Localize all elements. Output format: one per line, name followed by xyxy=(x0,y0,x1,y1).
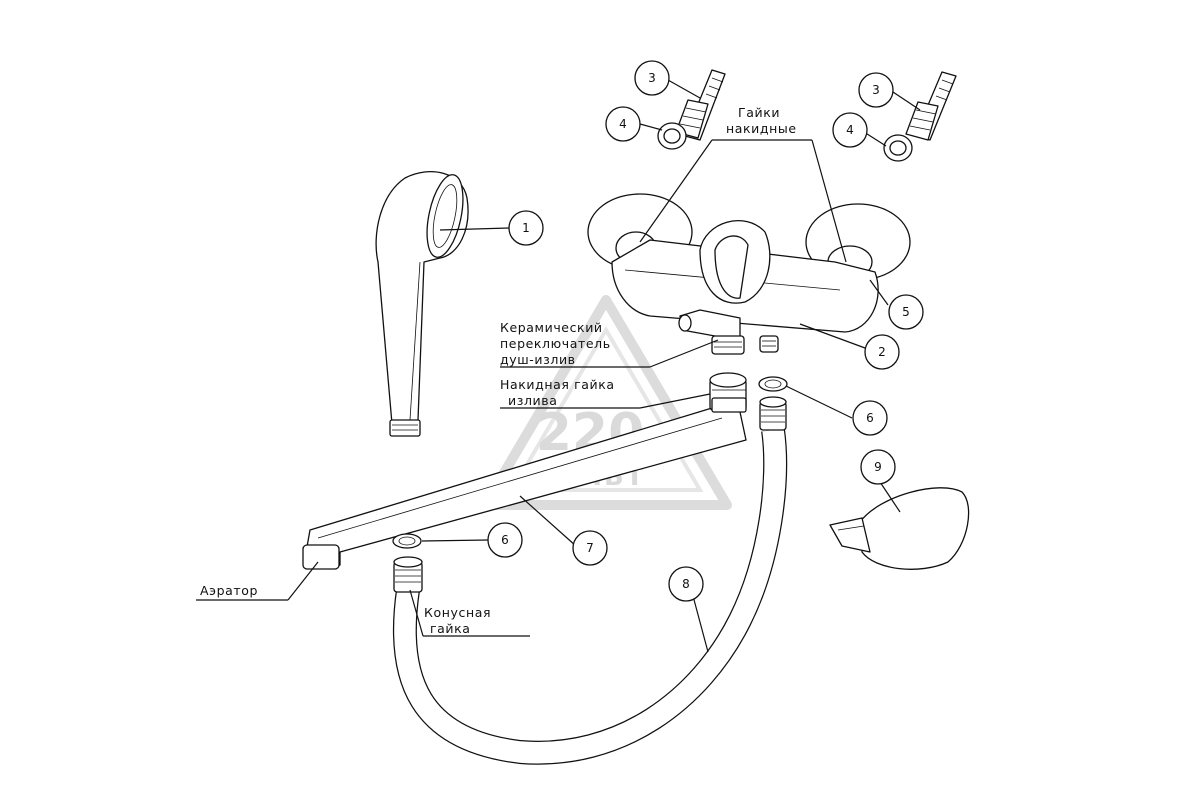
svg-text:накидные: накидные xyxy=(726,121,797,136)
callout-4-right: 4 xyxy=(832,112,868,148)
svg-text:переключатель: переключатель xyxy=(500,336,611,351)
svg-text:3: 3 xyxy=(872,83,880,97)
callout-6-lower: 6 xyxy=(487,522,523,558)
callout-7: 7 xyxy=(572,530,608,566)
callout-8: 8 xyxy=(668,566,704,602)
gasket-lower-part xyxy=(392,533,422,549)
label-cone-nut: Конусная гайка xyxy=(424,605,491,636)
spout-part xyxy=(302,372,747,570)
svg-text:4: 4 xyxy=(619,117,627,131)
callout-3-right: 3 xyxy=(858,72,894,108)
callout-1: 1 xyxy=(508,210,544,246)
svg-text:4: 4 xyxy=(846,123,854,137)
shower-holder-part xyxy=(829,487,970,570)
label-ceramic-switch: Керамический переключатель душ-излив xyxy=(500,320,611,367)
svg-text:излива: излива xyxy=(508,393,558,408)
svg-text:Аэратор: Аэратор xyxy=(200,583,258,598)
svg-text:6: 6 xyxy=(501,533,509,547)
svg-text:2: 2 xyxy=(878,345,886,359)
svg-text:Гайки: Гайки xyxy=(738,105,780,120)
svg-text:9: 9 xyxy=(874,460,882,474)
svg-text:Керамический: Керамический xyxy=(500,320,603,335)
svg-text:3: 3 xyxy=(648,71,656,85)
callout-3-left: 3 xyxy=(634,60,670,96)
label-spout-nut: Накидная гайка излива xyxy=(500,377,615,408)
svg-text:8: 8 xyxy=(682,577,690,591)
svg-text:душ-излив: душ-излив xyxy=(500,352,576,367)
svg-text:гайка: гайка xyxy=(430,621,471,636)
callout-6-upper: 6 xyxy=(852,400,888,436)
label-aerator: Аэратор xyxy=(200,583,258,598)
svg-text:7: 7 xyxy=(586,541,594,555)
svg-text:5: 5 xyxy=(902,305,910,319)
svg-text:1: 1 xyxy=(522,221,530,235)
leader-lines xyxy=(196,79,921,653)
hose-part xyxy=(392,396,788,765)
eccentric-left-part xyxy=(657,69,726,150)
hand-shower-part xyxy=(375,171,511,437)
callout-9: 9 xyxy=(860,449,896,485)
mixer-body-part xyxy=(587,193,911,355)
label-gaiki-nakidnye: Гайки накидные xyxy=(726,105,797,136)
gasket-upper-part xyxy=(758,376,788,392)
callout-5: 5 xyxy=(888,294,924,330)
callout-4-left: 4 xyxy=(605,106,641,142)
eccentric-right-part xyxy=(883,71,957,162)
svg-text:Накидная гайка: Накидная гайка xyxy=(500,377,615,392)
callout-2: 2 xyxy=(864,334,900,370)
svg-text:6: 6 xyxy=(866,411,874,425)
svg-text:Конусная: Конусная xyxy=(424,605,491,620)
